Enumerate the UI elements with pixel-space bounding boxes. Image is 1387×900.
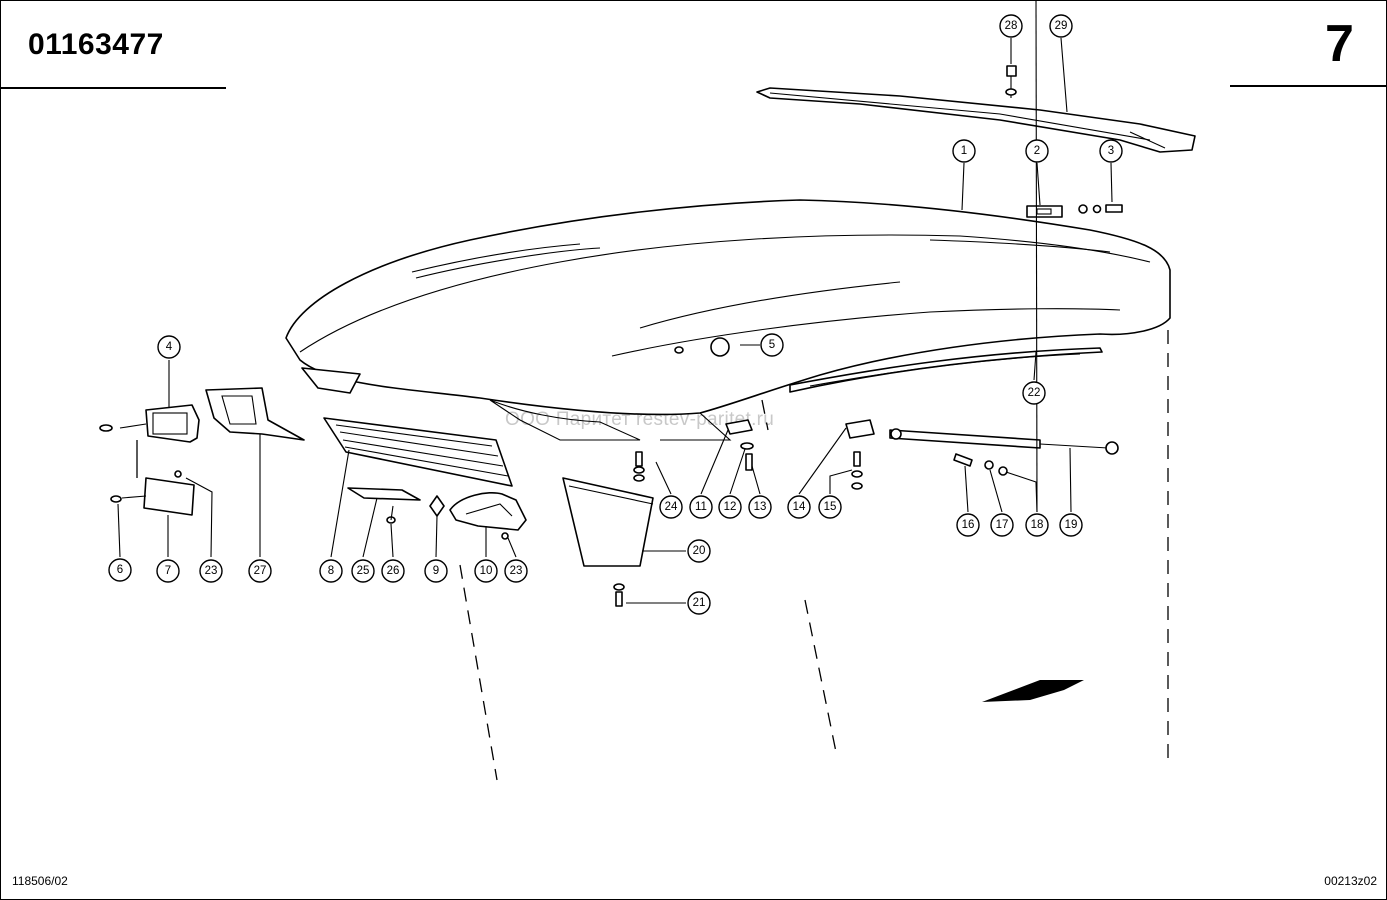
callout-label: 29 — [1055, 20, 1068, 32]
handle-shell-27 — [205, 387, 305, 441]
callout-label: 23 — [205, 565, 218, 577]
callout-18: 18 — [1025, 513, 1049, 537]
callout-7: 7 — [156, 559, 180, 583]
catalog-number: 01163477 — [28, 28, 164, 61]
callout-16: 16 — [956, 513, 980, 537]
lamp-lens-7 — [110, 470, 195, 516]
callout-3: 3 — [1099, 139, 1123, 163]
callout-label: 12 — [724, 501, 737, 513]
callout-22: 22 — [1022, 381, 1046, 405]
gas-strut-19 — [889, 428, 1119, 455]
callout-label: 5 — [769, 339, 775, 351]
lock-plate-2 — [1026, 204, 1123, 218]
callout-label: 23 — [510, 565, 523, 577]
callout-1: 1 — [952, 139, 976, 163]
callout-label: 20 — [693, 545, 706, 557]
callout-label: 7 — [165, 565, 171, 577]
bracket-25 — [347, 487, 421, 524]
reflector-panel-8 — [323, 417, 513, 487]
callout-19: 19 — [1059, 513, 1083, 537]
header-rule-left — [0, 87, 226, 89]
callout-label: 17 — [996, 519, 1009, 531]
callout-label: 15 — [824, 501, 837, 513]
callout-26: 26 — [381, 559, 405, 583]
callout-21: 21 — [687, 591, 711, 615]
callout-label: 18 — [1031, 519, 1044, 531]
callout-13: 13 — [748, 495, 772, 519]
callout-14: 14 — [787, 495, 811, 519]
gasket-9 — [429, 495, 445, 517]
leader-lines — [117, 0, 1113, 604]
callout-label: 13 — [754, 501, 767, 513]
footer-right-code: 00213z02 — [1324, 874, 1377, 888]
callout-label: 24 — [665, 501, 678, 513]
callout-5: 5 — [760, 333, 784, 357]
callout-12: 12 — [718, 495, 742, 519]
spoiler-strip — [756, 87, 1196, 153]
callout-label: 22 — [1028, 387, 1041, 399]
footer-left-code: 118506/02 — [12, 874, 68, 888]
callout-23b: 23 — [504, 559, 528, 583]
callout-label: 8 — [328, 565, 334, 577]
lamp-10 — [449, 492, 527, 540]
assembly-lines — [136, 330, 1169, 781]
callout-6: 6 — [108, 558, 132, 582]
callout-label: 21 — [693, 597, 706, 609]
trunk-lid — [285, 199, 1171, 441]
direction-arrow — [982, 680, 1084, 702]
callout-24: 24 — [659, 495, 683, 519]
callout-10: 10 — [474, 559, 498, 583]
lamp-housing-4 — [99, 404, 200, 443]
callout-label: 9 — [433, 565, 439, 577]
callout-29: 29 — [1049, 14, 1073, 38]
callout-15: 15 — [818, 495, 842, 519]
bracket-20 — [562, 477, 654, 607]
callout-17: 17 — [990, 513, 1014, 537]
header-rule-right — [1230, 85, 1387, 87]
callout-8: 8 — [319, 559, 343, 583]
callout-27: 27 — [248, 559, 272, 583]
callout-label: 2 — [1034, 145, 1040, 157]
callout-label: 27 — [254, 565, 267, 577]
callout-label: 28 — [1005, 20, 1018, 32]
callout-label: 16 — [962, 519, 975, 531]
page-number: 7 — [1325, 15, 1354, 73]
callout-label: 1 — [961, 145, 967, 157]
callout-label: 26 — [387, 565, 400, 577]
callout-23a: 23 — [199, 559, 223, 583]
callout-9: 9 — [424, 559, 448, 583]
callout-label: 25 — [357, 565, 370, 577]
callout-25: 25 — [351, 559, 375, 583]
callouts: 1 2 3 4 5 6 7 8 9 10 11 12 13 14 15 16 1… — [108, 14, 1123, 615]
callout-label: 19 — [1065, 519, 1078, 531]
watermark: ООО Паритет restev-paritet.ru — [505, 409, 775, 430]
emblem-5 — [674, 337, 730, 357]
callout-label: 14 — [793, 501, 806, 513]
callout-4: 4 — [157, 335, 181, 359]
callout-2: 2 — [1025, 139, 1049, 163]
bolt-28 — [1005, 65, 1017, 98]
callout-label: 4 — [166, 341, 173, 353]
fasteners-center — [633, 419, 875, 490]
fasteners-right — [953, 453, 1008, 476]
callout-label: 11 — [695, 501, 707, 513]
callout-11: 11 — [689, 495, 713, 519]
callout-28: 28 — [999, 14, 1023, 38]
callout-label: 3 — [1108, 145, 1114, 157]
weatherstrip-22 — [789, 347, 1103, 393]
callout-20: 20 — [687, 539, 711, 563]
callout-label: 6 — [117, 564, 123, 576]
callout-label: 10 — [480, 565, 493, 577]
